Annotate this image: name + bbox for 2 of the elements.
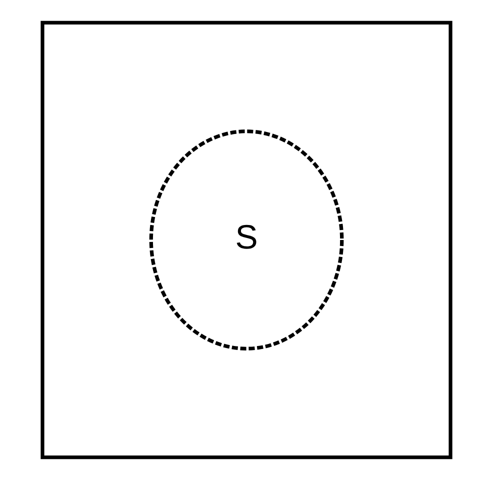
cluster — [40, 20, 452, 460]
node-ellipse: S — [149, 130, 344, 350]
